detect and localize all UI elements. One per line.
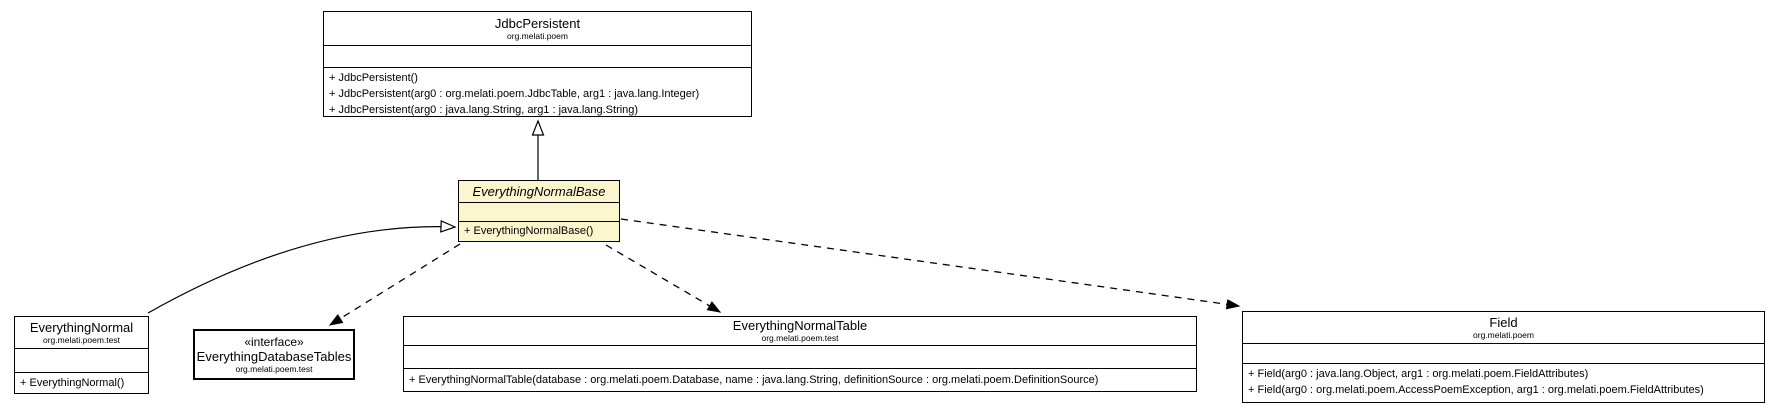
class-stereotype: «interface» <box>244 334 304 349</box>
class-box-everythingdatabasetables[interactable]: «interface» EverythingDatabaseTables org… <box>193 329 355 380</box>
method-signature: + Field(arg0 : org.melati.poem.AccessPoe… <box>1248 384 1704 396</box>
class-methods-compartment: + EverythingNormal() <box>15 373 148 393</box>
class-box-jdbcpersistent[interactable]: JdbcPersistent org.melati.poem + JdbcPer… <box>323 11 752 117</box>
class-box-everythingnormaltable[interactable]: EverythingNormalTable org.melati.poem.te… <box>403 316 1197 392</box>
dependency-arrow-everythingnormalbase-to-field <box>620 218 1239 306</box>
class-attributes-compartment <box>324 46 751 68</box>
class-attributes-compartment <box>404 346 1196 369</box>
class-title-compartment: EverythingNormalTable org.melati.poem.te… <box>404 317 1196 346</box>
class-name: EverythingNormalBase <box>472 184 606 199</box>
class-name: EverythingNormalTable <box>732 318 868 333</box>
class-package: org.melati.poem.test <box>235 363 313 374</box>
method-signature: + JdbcPersistent(arg0 : org.melati.poem.… <box>329 88 700 100</box>
class-methods-compartment: + EverythingNormalTable(database : org.m… <box>404 369 1196 391</box>
class-title-compartment: «interface» EverythingDatabaseTables org… <box>195 331 353 378</box>
class-methods-compartment: + JdbcPersistent() + JdbcPersistent(arg0… <box>324 68 751 117</box>
method-signature: + JdbcPersistent() <box>329 72 418 84</box>
method-signature: + JdbcPersistent(arg0 : java.lang.String… <box>329 104 639 116</box>
class-box-field[interactable]: Field org.melati.poem + Field(arg0 : jav… <box>1242 311 1765 403</box>
class-name: Field <box>1489 314 1518 330</box>
method-signature: + EverythingNormal() <box>20 377 125 389</box>
generalization-arrow-everythingnormal-to-everythingnormalbase <box>147 220 457 314</box>
class-attributes-compartment <box>459 203 619 222</box>
class-name: EverythingNormal <box>29 319 134 335</box>
class-attributes-compartment <box>15 349 148 373</box>
class-methods-compartment: + EverythingNormalBase() <box>459 222 619 241</box>
class-name: JdbcPersistent <box>494 15 581 31</box>
class-title-compartment: Field org.melati.poem <box>1243 312 1764 344</box>
method-signature: + EverythingNormalBase() <box>464 225 594 237</box>
class-package: org.melati.poem <box>507 30 568 41</box>
class-title-compartment: JdbcPersistent org.melati.poem <box>324 12 751 46</box>
class-package: org.melati.poem.test <box>761 333 839 343</box>
class-package: org.melati.poem.test <box>42 334 120 345</box>
class-package: org.melati.poem <box>1473 329 1534 340</box>
dependency-arrow-everythingnormalbase-to-everythingdatabasetables <box>330 243 461 325</box>
class-title-compartment: EverythingNormalBase <box>459 181 619 203</box>
class-title-compartment: EverythingNormal org.melati.poem.test <box>15 317 148 349</box>
class-box-everythingnormal[interactable]: EverythingNormal org.melati.poem.test + … <box>14 316 149 394</box>
method-signature: + Field(arg0 : java.lang.Object, arg1 : … <box>1248 368 1589 380</box>
class-attributes-compartment <box>1243 344 1764 364</box>
class-name: EverythingDatabaseTables <box>196 348 352 364</box>
dependency-arrow-everythingnormalbase-to-everythingnormaltable <box>605 244 720 312</box>
method-signature: + EverythingNormalTable(database : org.m… <box>409 374 1099 386</box>
class-box-everythingnormalbase[interactable]: EverythingNormalBase + EverythingNormalB… <box>458 180 620 242</box>
class-methods-compartment: + Field(arg0 : java.lang.Object, arg1 : … <box>1243 364 1764 402</box>
